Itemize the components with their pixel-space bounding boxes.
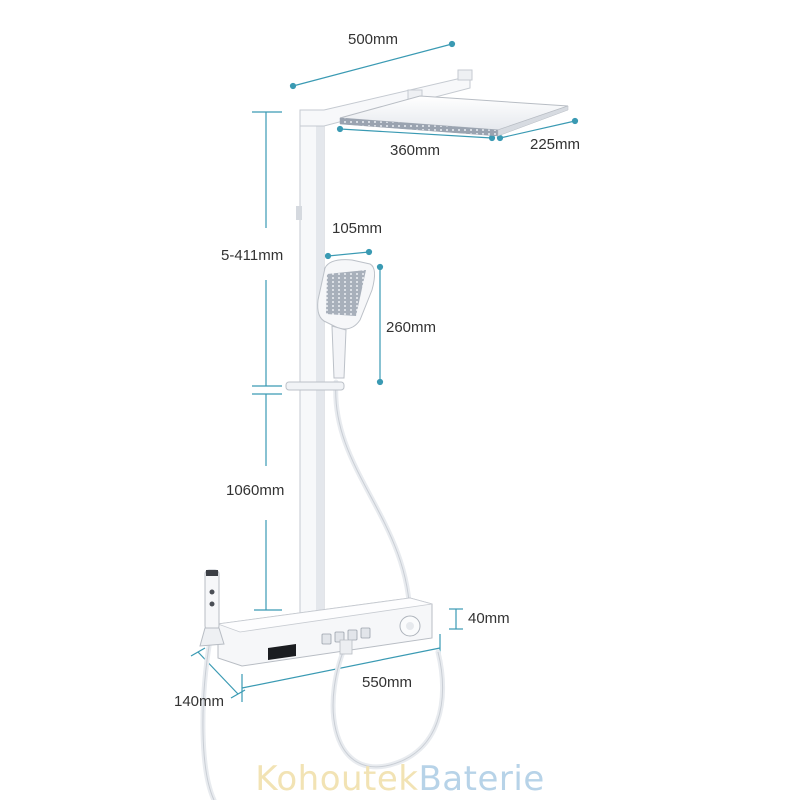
outlet-button-2 (334, 631, 345, 643)
outlet-button-1 (321, 633, 332, 645)
bidet-spray-body (204, 569, 220, 631)
column-height-label: 1060mm (226, 482, 285, 499)
outlet-button-3 (347, 629, 358, 641)
head-side (497, 105, 569, 137)
dim-dot (289, 82, 297, 90)
thermostatic-shelf (217, 597, 433, 667)
dim-dot (448, 40, 456, 48)
hose-outline (335, 381, 411, 621)
column-shade (316, 110, 324, 630)
bidet-spray-tip (206, 570, 218, 576)
dim-dot (336, 125, 344, 133)
head-length-line (292, 43, 453, 87)
head-width-line (499, 120, 576, 139)
brand-watermark: KohoutekBaterie (0, 762, 800, 796)
brand-part-1: Kohoutek (255, 759, 419, 799)
head-width-label: 225mm (530, 136, 581, 153)
dimension-lines (190, 40, 579, 702)
head-depth-line (339, 128, 493, 139)
hand-width-line (327, 251, 370, 257)
dim-dot (376, 378, 384, 386)
dim-dot (488, 134, 496, 142)
shelf-top (217, 597, 433, 633)
bidet-button-icon (209, 601, 215, 607)
hose-outlet (339, 639, 353, 655)
knob-center (406, 622, 414, 630)
digital-display (268, 644, 296, 660)
hand-width-label: 105mm (332, 220, 383, 237)
dim-dot (324, 252, 332, 260)
shelf-length-label: 550mm (362, 674, 413, 691)
hand-length-label: 260mm (386, 319, 437, 336)
bidet-button-icon (209, 589, 215, 595)
hand-shower-nozzles (326, 270, 366, 316)
head-length-label: 500mm (348, 31, 399, 48)
brand-part-2: Baterie (418, 759, 545, 799)
shelf-length-line (241, 647, 441, 689)
column-clip (296, 206, 302, 220)
outlet-button-4 (360, 627, 371, 639)
dim-tick (230, 689, 246, 699)
arm-end-cap (457, 69, 473, 81)
dim-dot (376, 263, 384, 271)
hose-outline (202, 639, 215, 801)
dim-dot (365, 248, 373, 256)
hand-shower-handle (331, 325, 347, 379)
rain-shower-head (339, 95, 569, 137)
shelf-depth-label: 140mm (174, 693, 225, 710)
hand-shower (285, 259, 376, 391)
hand-shower-holder (285, 381, 345, 391)
riser-range-label: 5-411mm (221, 247, 284, 264)
head-depth-label: 360mm (390, 142, 441, 159)
hose-outline (332, 639, 444, 768)
shower-column (296, 69, 473, 631)
shelf-height-label: 40mm (468, 610, 510, 627)
control-buttons (321, 627, 371, 645)
dim-dot (571, 117, 579, 125)
overhead-arm (299, 75, 471, 127)
bidet-spray (199, 569, 225, 647)
dim-tick (190, 647, 206, 657)
bidet-holder (199, 627, 225, 647)
